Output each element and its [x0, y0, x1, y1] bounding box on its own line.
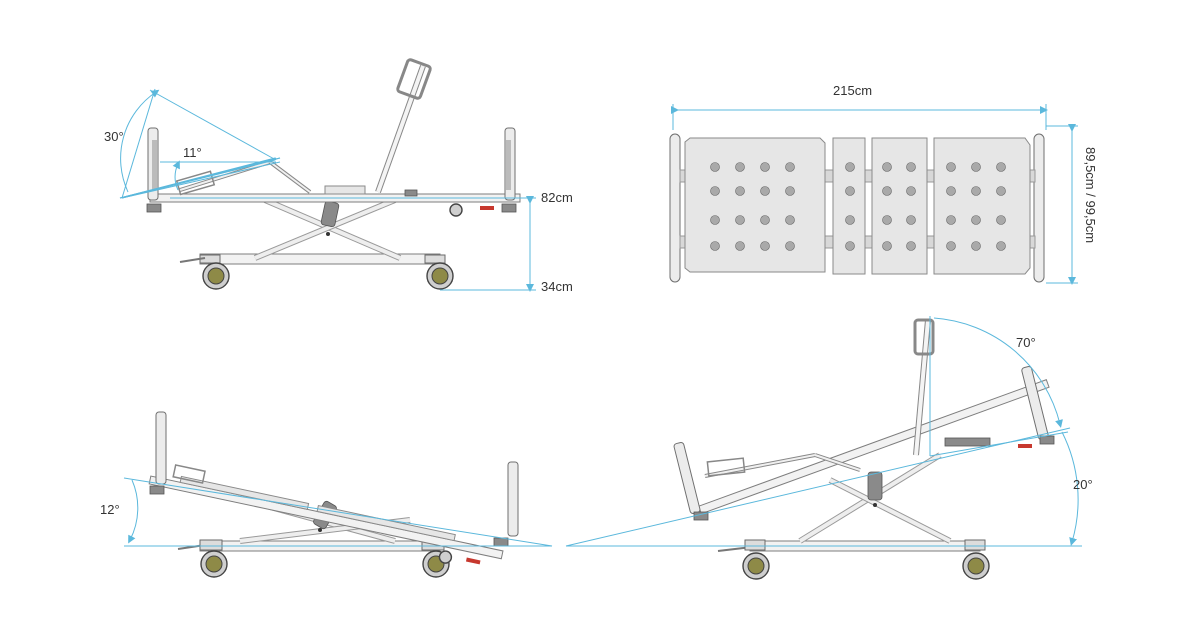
side-rail-left: [669, 133, 681, 283]
headboard: [1021, 366, 1049, 440]
knee-angle-dimension: 11°: [160, 145, 276, 191]
panel-hole: [971, 186, 981, 196]
panel-hole: [946, 215, 956, 225]
panel-holes: [710, 162, 1006, 251]
panel-hole: [971, 215, 981, 225]
width-label: 89,5cm / 99,5cm: [1083, 147, 1098, 243]
panel-hole: [845, 186, 855, 196]
panel-hole: [735, 215, 745, 225]
wheel-right: [962, 552, 990, 580]
headboard: [507, 461, 519, 537]
panel-hole: [760, 215, 770, 225]
panel-hole: [845, 162, 855, 172]
tilt-angle-dimension: 20°: [565, 427, 1093, 547]
panel-hole: [882, 241, 892, 251]
side-view-backrest-raised: 30° 11° 82cm 34cm: [104, 58, 573, 294]
panel-hole: [996, 241, 1006, 251]
height-dimension: 82cm 34cm: [170, 190, 573, 294]
panel-hole: [785, 241, 795, 251]
panel-hole: [971, 162, 981, 172]
panel-hole: [760, 162, 770, 172]
panel-hole: [971, 241, 981, 251]
panel-hole: [710, 162, 720, 172]
panel-hole: [996, 186, 1006, 196]
panel-hole: [996, 162, 1006, 172]
panel-hole: [996, 215, 1006, 225]
wheel-left: [202, 262, 230, 290]
width-dimension: 89,5cm / 99,5cm: [1046, 124, 1098, 285]
foot-panel: [684, 137, 826, 273]
backrest-angle-dimension: 30°: [104, 88, 281, 199]
panel-hole: [946, 186, 956, 196]
min-height-label: 34cm: [541, 279, 573, 294]
wheel-left: [200, 550, 228, 578]
footboard: [155, 411, 167, 485]
panel-hole: [882, 186, 892, 196]
scissor-lift: [253, 197, 402, 261]
seat-panel: [871, 137, 928, 275]
panel-hole: [906, 162, 916, 172]
top-view: 215cm 89,5cm / 99,5cm: [669, 83, 1098, 285]
max-height-label: 82cm: [541, 190, 573, 205]
side-view-reverse-trendelenburg: 70° 20°: [565, 316, 1093, 580]
backrest-angle-label: 70°: [1016, 335, 1036, 350]
panel-hole: [735, 186, 745, 196]
tilt-angle-label: 12°: [100, 502, 120, 517]
panel-hole: [785, 186, 795, 196]
panel-hole: [845, 241, 855, 251]
panel-hole: [710, 215, 720, 225]
knee-angle-label: 11°: [183, 145, 202, 160]
panel-hole: [760, 241, 770, 251]
panel-hole: [785, 215, 795, 225]
panel-hole: [735, 162, 745, 172]
footboard: [146, 127, 162, 213]
side-view-trendelenburg: 12°: [100, 411, 553, 578]
tilt-angle-dimension: 12°: [100, 477, 553, 547]
side-rail-right: [1033, 133, 1045, 283]
panel-hole: [760, 186, 770, 196]
wheel-left: [742, 552, 770, 580]
backrest-angle-label: 30°: [104, 129, 124, 144]
panel-hole: [906, 215, 916, 225]
panel-hole: [946, 241, 956, 251]
panel-hole: [906, 241, 916, 251]
panel-hole: [906, 186, 916, 196]
panel-hole: [785, 162, 795, 172]
knee-panel: [832, 137, 866, 275]
panel-hole: [882, 162, 892, 172]
panel-hole: [882, 215, 892, 225]
backrest: [375, 58, 432, 194]
tilted-platform: [148, 464, 504, 565]
backrest-angle-dimension: 70°: [929, 316, 1069, 457]
footboard: [673, 441, 701, 515]
panel-hole: [845, 215, 855, 225]
back-panel: [933, 137, 1031, 275]
panel-hole: [946, 162, 956, 172]
tilt-angle-label: 20°: [1073, 477, 1093, 492]
headboard: [501, 127, 517, 213]
panel-hole: [735, 241, 745, 251]
wheel-right: [426, 262, 454, 290]
panel-hole: [710, 241, 720, 251]
length-dimension: 215cm: [671, 83, 1048, 130]
panel-hole: [710, 186, 720, 196]
length-label: 215cm: [833, 83, 872, 98]
bed-base: [179, 253, 446, 265]
